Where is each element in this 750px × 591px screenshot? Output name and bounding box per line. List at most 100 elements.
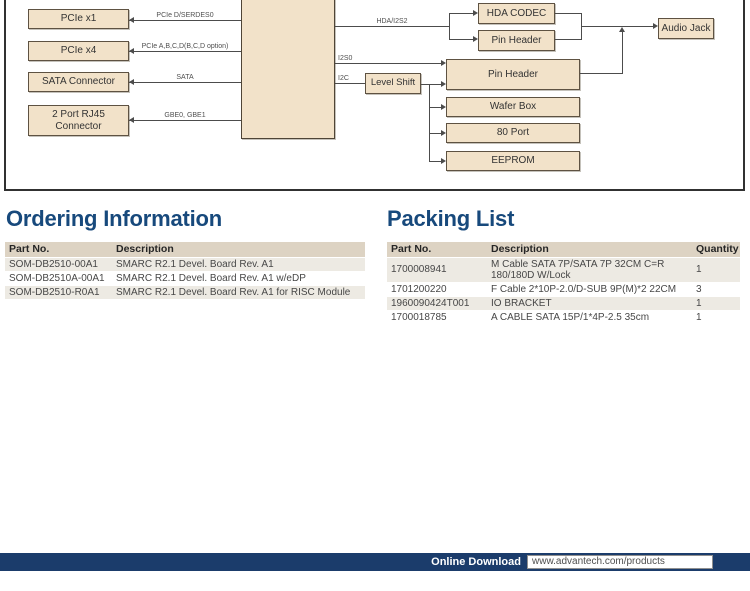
arrow-left-icon: [129, 17, 134, 23]
description-cell: SMARC R2.1 Devel. Board Rev. A1: [112, 257, 365, 271]
description-cell: A CABLE SATA 15P/1*4P-2.5 35cm: [491, 311, 650, 323]
arrow-right-icon: [441, 104, 446, 110]
connector-line: [429, 161, 441, 162]
column-header-part-no: Part No.: [5, 242, 112, 257]
diagram-box-label: Connector: [55, 120, 102, 132]
connector-line: [335, 26, 449, 27]
diagram-box-80-port: 80 Port: [446, 123, 580, 143]
diagram-box-label: PCIe x1: [60, 13, 97, 25]
diagram-box-label: 2 Port RJ45: [52, 109, 105, 120]
block-diagram: PCIe x1 PCIe x4 SATA Connector 2 Port RJ…: [0, 0, 750, 200]
diagram-box-label: PCIe x4: [60, 45, 97, 57]
connector-line: [129, 51, 241, 52]
diagram-box-label: 80 Port: [496, 127, 530, 139]
connector-line: [129, 20, 241, 21]
diagram-box-rj45-connector: 2 Port RJ45 Connector: [28, 105, 129, 136]
table-header-row: Part No. Description: [5, 242, 365, 257]
description-cell: SMARC R2.1 Devel. Board Rev. A1 w/eDP: [116, 272, 306, 284]
table-row: 1960090424T001 IO BRACKET 1: [387, 296, 740, 310]
part-no-cell: 1700018785: [391, 311, 447, 323]
column-header-description: Description: [487, 242, 692, 257]
description-cell: IO BRACKET: [487, 296, 692, 310]
connector-line: [429, 84, 430, 162]
online-download-label: Online Download: [431, 556, 521, 568]
arrow-right-icon: [441, 158, 446, 164]
connector-line: [429, 84, 441, 85]
connector-line: [429, 107, 441, 108]
signal-label-sata: SATA: [176, 74, 194, 81]
table-row: SOM-DB2510A-00A1 SMARC R2.1 Devel. Board…: [5, 271, 365, 285]
diagram-box-pcie-x4: PCIe x4: [28, 41, 129, 61]
connector-line: [622, 31, 623, 74]
part-no-cell: SOM-DB2510A-00A1: [9, 272, 105, 284]
arrow-right-icon: [473, 36, 478, 42]
download-url-link[interactable]: www.advantech.com/products: [527, 555, 713, 569]
diagram-box-eeprom: EEPROM: [446, 151, 580, 171]
part-no-cell: 1960090424T001: [387, 296, 487, 310]
diagram-box-pin-header-small: Pin Header: [478, 30, 555, 51]
diagram-box-label: EEPROM: [491, 155, 535, 167]
connector-line: [449, 39, 474, 40]
part-no-cell: 1701200220: [391, 283, 447, 295]
description-cell: M Cable SATA 7P/SATA 7P 32CM C=R 180/180…: [487, 257, 692, 282]
connector-line: [449, 13, 474, 14]
arrow-up-icon: [619, 27, 625, 32]
quantity-cell: 1: [692, 296, 740, 310]
connector-line: [335, 63, 441, 64]
footer-bar: Online Download www.advantech.com/produc…: [0, 553, 750, 571]
arrow-right-icon: [441, 60, 446, 66]
diagram-box-audio-jack: Audio Jack: [658, 18, 714, 39]
table-row: 1700018785 A CABLE SATA 15P/1*4P-2.5 35c…: [387, 310, 740, 324]
signal-label-pcie-d: PCIe D/SERDES0: [156, 12, 214, 19]
diagram-box-pcie-x1: PCIe x1: [28, 9, 129, 29]
connector-line: [421, 84, 429, 85]
connector-line: [555, 13, 582, 14]
signal-label-hda-i2s2: HDA/I2S2: [376, 18, 408, 25]
arrow-left-icon: [129, 79, 134, 85]
diagram-box-pin-header-large: Pin Header: [446, 59, 580, 90]
signal-label-i2s0: I2S0: [338, 55, 353, 62]
connector-line: [129, 82, 241, 83]
quantity-cell: 1: [692, 257, 740, 282]
diagram-box-label: Pin Header: [487, 68, 539, 80]
table-row: 1700008941 M Cable SATA 7P/SATA 7P 32CM …: [387, 257, 740, 282]
diagram-box-label: HDA CODEC: [486, 7, 547, 19]
column-header-description: Description: [112, 242, 365, 257]
diagram-central-module-block: [241, 0, 335, 139]
table-row: SOM-DB2510-00A1 SMARC R2.1 Devel. Board …: [5, 257, 365, 271]
connector-line: [335, 83, 365, 84]
connector-line: [449, 13, 450, 40]
diagram-box-level-shift: Level Shift: [365, 73, 421, 94]
arrow-right-icon: [653, 23, 658, 29]
connector-line: [129, 120, 241, 121]
diagram-box-label: Pin Header: [491, 34, 542, 46]
packing-list-table: Part No. Description Quantity 1700008941…: [387, 242, 740, 324]
arrow-right-icon: [441, 130, 446, 136]
table-header-row: Part No. Description Quantity: [387, 242, 740, 257]
diagram-box-label: Audio Jack: [661, 22, 711, 34]
ordering-information-title: Ordering Information: [6, 206, 223, 231]
table-row: 1701200220 F Cable 2*10P-2.0/D-SUB 9P(M)…: [387, 282, 740, 296]
signal-label-gbe: GBE0, GBE1: [164, 112, 206, 119]
quantity-cell: 3: [696, 283, 702, 295]
packing-list-title: Packing List: [387, 206, 515, 231]
diagram-box-sata-connector: SATA Connector: [28, 72, 129, 92]
diagram-box-label: SATA Connector: [42, 76, 115, 88]
arrow-right-icon: [441, 81, 446, 87]
arrow-left-icon: [129, 48, 134, 54]
diagram-box-label: Level Shift: [370, 77, 416, 89]
diagram-box-hda-codec: HDA CODEC: [478, 3, 555, 24]
column-header-quantity: Quantity: [692, 242, 740, 257]
part-no-cell: 1700008941: [387, 257, 487, 282]
connector-line: [555, 39, 582, 40]
signal-label-i2c: I2C: [338, 75, 349, 82]
connector-line: [580, 73, 623, 74]
diagram-border: [4, 0, 745, 191]
quantity-cell: 1: [696, 311, 702, 323]
diagram-box-label: Wafer Box: [489, 101, 537, 113]
arrow-left-icon: [129, 117, 134, 123]
table-row: SOM-DB2510-R0A1 SMARC R2.1 Devel. Board …: [5, 285, 365, 299]
connector-line: [429, 133, 441, 134]
column-header-part-no: Part No.: [387, 242, 487, 257]
